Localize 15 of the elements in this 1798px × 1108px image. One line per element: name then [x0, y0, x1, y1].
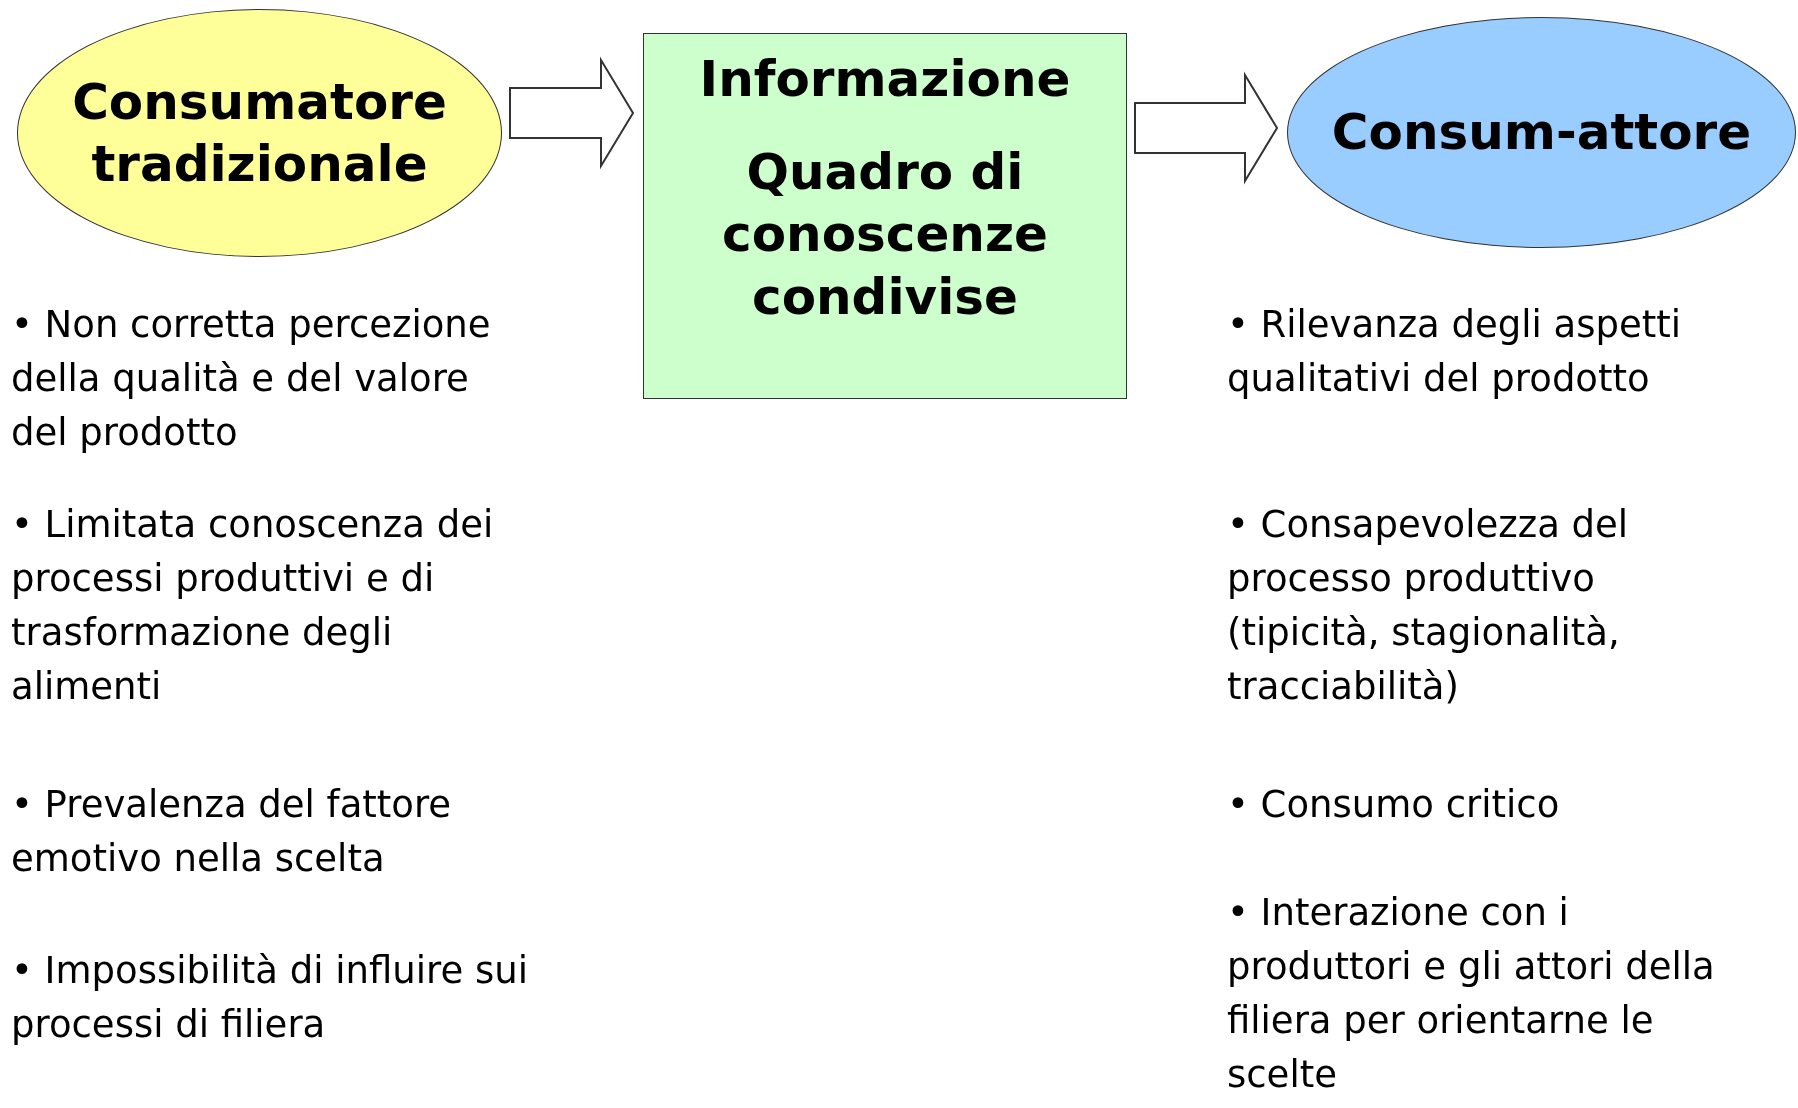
bullet-text: • Rilevanza degli aspetti qualitativi del prodotto — [1227, 302, 1683, 402]
bullet-text: • Impossibilità di influire sui processi di filiera — [11, 948, 529, 1048]
bullet-text: • Prevalenza del fattore emotivo nella scelta — [11, 782, 453, 882]
block-arrow — [509, 56, 635, 170]
bullet-text: • Consumo critico — [1227, 782, 1561, 828]
box-heading: Informazione — [699, 49, 1071, 110]
bullet-text: • Interazione con i produttori e gli attori della filiera per orientarne le scelte — [1227, 890, 1716, 1098]
block-arrow — [1134, 71, 1279, 185]
bullet-text: • Limitata conoscenza dei processi produttivi e di trasformazione degli alimenti — [11, 502, 495, 710]
node-text: Consum-attore — [1331, 102, 1752, 164]
bullet-text: • Consapevolezza del processo produttivo (tipicità, stagionalità, tracciabilità) — [1227, 502, 1630, 710]
node-text: Consumatore tradizionale — [71, 71, 448, 195]
bullet-text: • Non corretta percezione della qualità e del valore del prodotto — [11, 302, 492, 456]
node-text: Quadro di conoscenze condivise — [721, 141, 1049, 328]
process-box — [643, 33, 1127, 399]
